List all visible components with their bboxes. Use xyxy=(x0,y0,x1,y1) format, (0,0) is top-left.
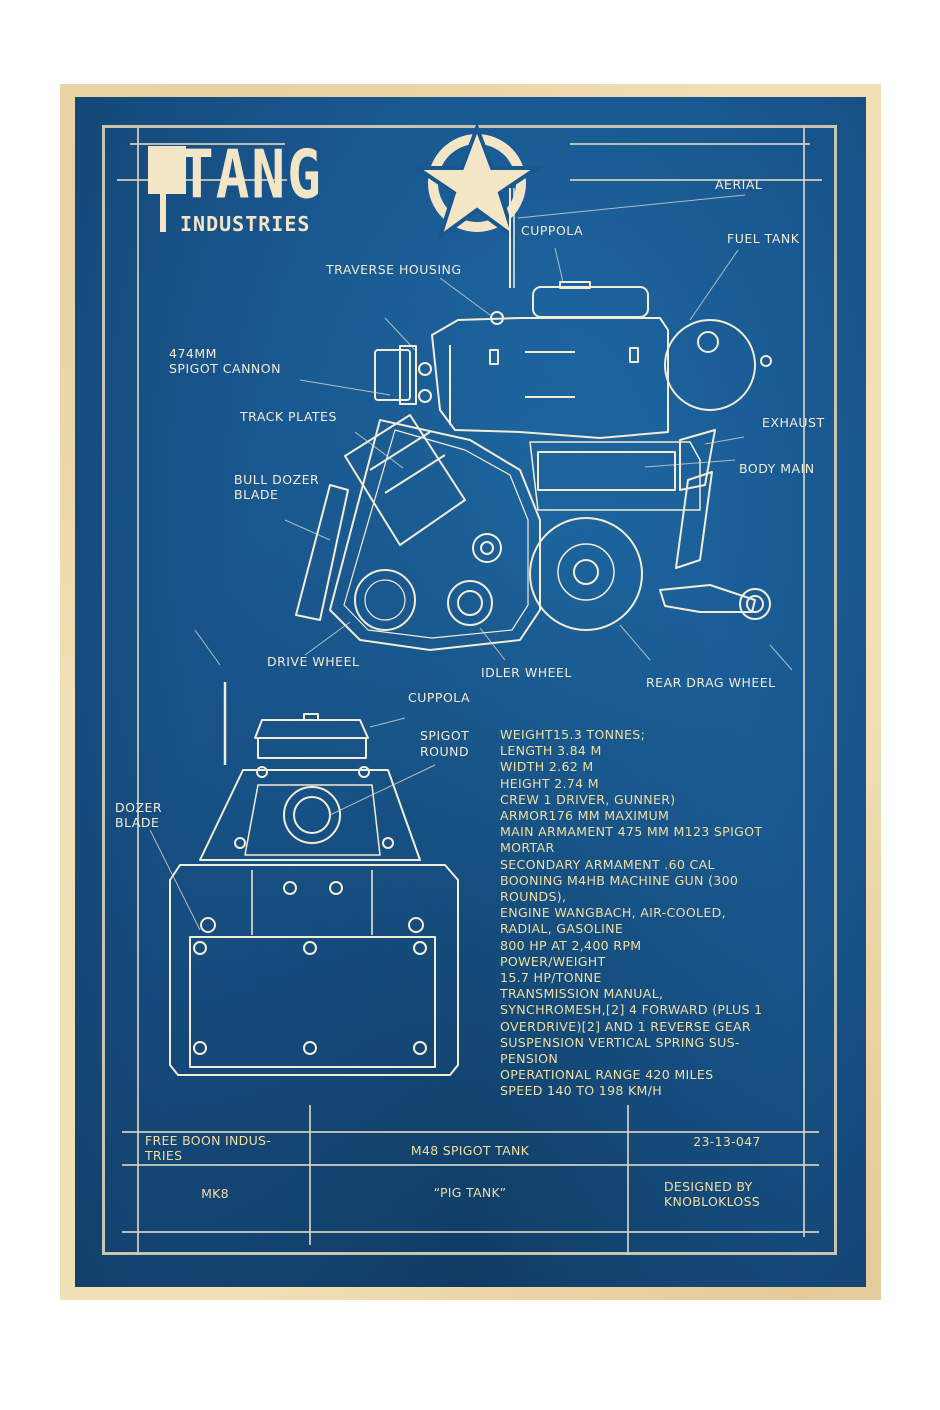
spec-line: WEIGHT15.3 TONNES; xyxy=(500,727,646,742)
spec-line: ARMOR176 MM MAXIMUM xyxy=(500,808,670,824)
outer-drafting-frame xyxy=(102,125,837,1255)
manufacturer-line-2: TRIES xyxy=(145,1148,183,1163)
title-block-bottom-line xyxy=(122,1231,819,1233)
spec-line: 15.7 HP/TONNE xyxy=(500,970,602,986)
title-block-manufacturer: FREE BOON INDUS- TRIES xyxy=(145,1133,271,1163)
specifications-list: WEIGHT15.3 TONNES; LENGTH 3.84 M WIDTH 2… xyxy=(500,727,762,1100)
label-drive-wheel: DRIVE WHEEL xyxy=(267,654,360,669)
spec-line: LENGTH 3.84 M xyxy=(500,743,602,759)
label-dozer: DOZER xyxy=(115,800,163,815)
label-spigot: SPIGOT xyxy=(420,728,470,743)
title-block-mark: MK8 xyxy=(201,1186,229,1201)
logo-subtitle-text: INDUSTRIES xyxy=(180,212,311,236)
label-idler-wheel: IDLER WHEEL xyxy=(481,665,572,680)
designer-line-2: KNOBLOKLOSS xyxy=(664,1194,761,1209)
front-view-drawing xyxy=(169,682,459,1076)
side-view-drawing xyxy=(295,188,772,651)
spec-line: ENGINE WANGBACH, AIR-COOLED, xyxy=(500,905,726,921)
spec-line: MAIN ARMAMENT 475 MM M123 SPIGOT xyxy=(500,824,763,840)
title-block-top-line xyxy=(122,1131,819,1133)
spec-line: SYNCHROMESH,[2] 4 FORWARD (PLUS 1 xyxy=(500,1002,763,1018)
spec-line: BOONING M4HB MACHINE GUN (300 xyxy=(500,872,739,888)
label-cuppola: CUPPOLA xyxy=(521,223,584,238)
frame-top-guide-1 xyxy=(570,143,810,145)
tang-logo-t-glyph xyxy=(148,146,186,232)
label-fuel-tank: FUEL TANK xyxy=(727,231,800,246)
label-bull-dozer: BULL DOZER xyxy=(234,472,320,487)
frame-top-guide-2 xyxy=(570,179,822,181)
spec-line: HEIGHT 2.74 M xyxy=(500,775,599,791)
label-spigot-cannon-caliber: 474MM xyxy=(169,346,217,361)
title-block-number: 23-13-047 xyxy=(693,1134,761,1149)
spec-line: OPERATIONAL RANGE 420 MILES xyxy=(500,1067,714,1083)
title-block-mid-line xyxy=(122,1164,819,1166)
label-track-plates: TRACK PLATES xyxy=(240,409,337,424)
spec-line: POWER/WEIGHT xyxy=(500,953,606,969)
label-traverse-housing: TRAVERSE HOUSING xyxy=(326,262,462,277)
spec-line: 800 HP AT 2,400 RPM xyxy=(500,937,642,953)
title-block-designer: DESIGNED BY KNOBLOKLOSS xyxy=(664,1179,760,1209)
spec-line: WIDTH 2.62 M xyxy=(500,759,594,775)
title-block-nickname: “PIG TANK” xyxy=(433,1185,507,1200)
spec-line: PENSION xyxy=(500,1051,559,1067)
title-block-model: M48 SPIGOT TANK xyxy=(410,1143,530,1158)
frame-inner-right-line xyxy=(803,127,805,1237)
spec-line: MORTAR xyxy=(500,840,555,856)
spec-line: OVERDRIVE)[2] AND 1 REVERSE GEAR xyxy=(500,1018,751,1034)
title-block-divider-2 xyxy=(627,1105,629,1255)
spec-line: TRANSMISSION MANUAL, xyxy=(500,986,664,1002)
spec-line: CREW 1 DRIVER, GUNNER) xyxy=(500,791,676,807)
logo-brand-text: TANG xyxy=(180,136,323,215)
label-body-main: BODY MAIN xyxy=(739,461,815,476)
spec-line: ROUNDS), xyxy=(500,889,567,905)
spec-line: RADIAL, GASOLINE xyxy=(500,921,624,937)
manufacturer-line-1: FREE BOON INDUS- xyxy=(145,1133,272,1148)
label-exhaust: EXHAUST xyxy=(762,415,825,430)
title-block-divider-1 xyxy=(309,1105,311,1245)
label-bull-dozer-blade: BLADE xyxy=(234,487,279,502)
logo-guide-1 xyxy=(130,143,285,145)
spec-line: SUSPENSION VERTICAL SPRING SUS- xyxy=(500,1034,740,1050)
logo-guide-2 xyxy=(117,179,287,181)
label-spigot-round: ROUND xyxy=(420,744,470,759)
label-rear-drag-wheel: REAR DRAG WHEEL xyxy=(646,675,776,690)
spec-line: SECONDARY ARMAMENT .60 CAL xyxy=(500,856,715,872)
label-dozer-blade: BLADE xyxy=(115,815,160,830)
frame-inner-left-line xyxy=(137,127,139,1255)
label-aerial: AERIAL xyxy=(715,177,763,192)
label-front-cuppola: CUPPOLA xyxy=(408,690,471,705)
spec-line: SPEED 140 TO 198 KM/H xyxy=(500,1083,663,1099)
blueprint-sheet xyxy=(75,97,866,1287)
designer-line-1: DESIGNED BY xyxy=(664,1179,753,1194)
label-spigot-cannon: SPIGOT CANNON xyxy=(169,361,281,376)
